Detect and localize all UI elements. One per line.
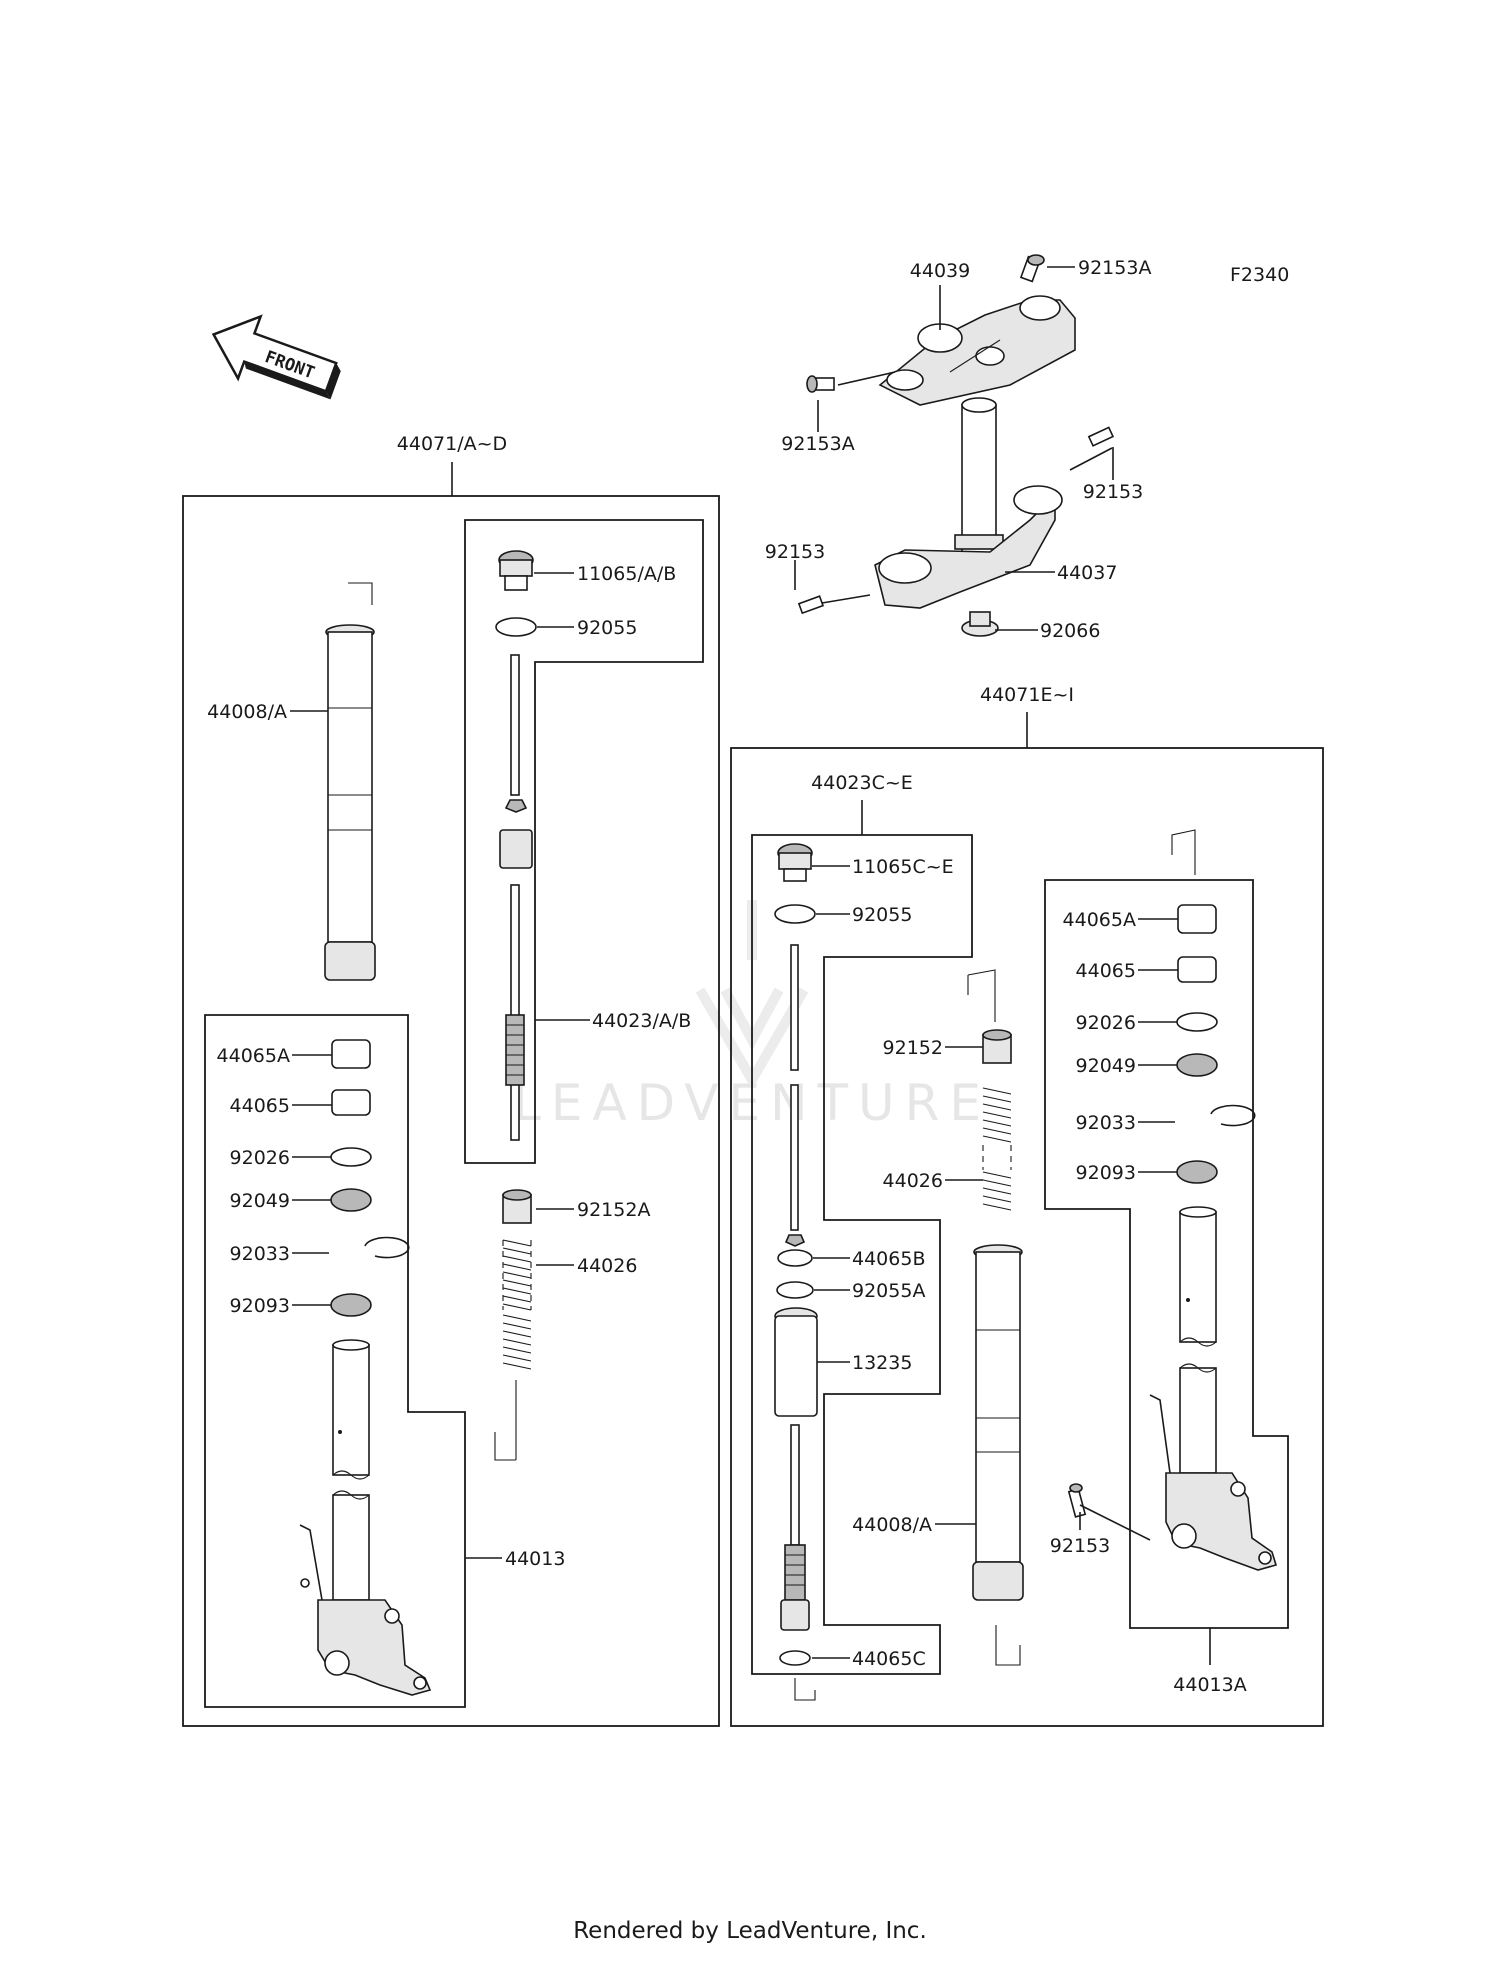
label-L-92055: 92055 <box>577 617 637 639</box>
label-R-11065: 11065C~E <box>852 856 954 878</box>
front-arrow-icon: FRONT <box>211 314 341 400</box>
left-cap-bolt <box>498 550 534 591</box>
bolt-92153-left <box>797 595 825 615</box>
right-seal-92049 <box>1176 1053 1218 1077</box>
label-R-92055: 92055 <box>852 904 912 926</box>
right-washer-44065C <box>779 1650 811 1666</box>
right-damper-frame <box>751 834 973 1675</box>
left-seal-92049 <box>330 1188 372 1212</box>
label-L-11065: 11065/A/B <box>577 563 676 585</box>
label-R-92152: 92152 <box>883 1037 943 1059</box>
watermark: LEADVENTURE <box>513 1074 991 1132</box>
upper-bracket <box>878 295 1076 406</box>
right-spring-44026 <box>982 1087 1012 1211</box>
left-bushing-44065A <box>331 1039 371 1069</box>
right-inner-tube <box>1179 1206 1217 1474</box>
bolt-92153A-left <box>806 375 835 393</box>
right-cap-bolt <box>777 843 813 882</box>
left-washer-92026 <box>330 1147 372 1167</box>
label-L-44008: 44008/A <box>207 701 287 723</box>
right-fork-bottom-44013A <box>1149 1394 1278 1571</box>
cap-92066 <box>961 611 999 637</box>
label-R-44023: 44023C~E <box>811 772 913 794</box>
lower-bracket <box>874 485 1063 609</box>
label-44039: 44039 <box>910 260 970 282</box>
label-L-92093: 92093 <box>230 1295 290 1317</box>
label-R-44026: 44026 <box>883 1170 943 1192</box>
left-assembly-frame <box>182 495 720 1727</box>
left-bushing-44065 <box>331 1089 371 1116</box>
label-92153A-top: 92153A <box>1078 257 1151 279</box>
label-R-92049: 92049 <box>1076 1055 1136 1077</box>
left-oring-92055 <box>495 617 537 637</box>
left-lower-frame <box>204 1014 466 1708</box>
label-L-92026: 92026 <box>230 1147 290 1169</box>
left-circlip-92033 <box>364 1236 410 1259</box>
right-lower-frame <box>1044 879 1289 1629</box>
label-R-44065A: 44065A <box>1063 909 1136 931</box>
label-R-92093: 92093 <box>1076 1162 1136 1184</box>
left-fork-bottom-44013 <box>299 1524 432 1696</box>
label-L-92033: 92033 <box>230 1243 290 1265</box>
left-damper-rod <box>499 654 533 1141</box>
left-damper-frame <box>464 519 704 1164</box>
group-label-left: 44071/A~D <box>397 433 507 455</box>
right-bushing-44065 <box>1177 956 1217 983</box>
label-44037: 44037 <box>1057 562 1117 584</box>
left-seal-92093 <box>330 1293 372 1317</box>
label-92153A-left: 92153A <box>781 433 854 455</box>
right-axle-bolt-92153 <box>1067 1483 1087 1518</box>
label-L-44065: 44065 <box>230 1095 290 1117</box>
left-inner-tube <box>332 1339 370 1601</box>
label-R-44013A: 44013A <box>1173 1674 1246 1696</box>
label-L-92152A: 92152A <box>577 1199 650 1221</box>
bolt-92153A-top <box>1019 254 1045 283</box>
label-92153-right: 92153 <box>1083 481 1143 503</box>
right-bushing-44065A <box>1177 904 1217 934</box>
left-spring-44026 <box>502 1239 532 1370</box>
label-R-44008: 44008/A <box>852 1514 932 1536</box>
diagram-code: F2340 <box>1230 264 1289 286</box>
bolt-92153-right <box>1087 426 1115 447</box>
footer-credit: Rendered by LeadVenture, Inc. <box>573 1918 927 1944</box>
label-92153-left: 92153 <box>765 541 825 563</box>
label-R-92055A: 92055A <box>852 1280 925 1302</box>
label-L-44013: 44013 <box>505 1548 565 1570</box>
right-seal-92093 <box>1176 1160 1218 1184</box>
right-damper-rod <box>784 944 806 1247</box>
right-circlip-92033 <box>1210 1104 1256 1127</box>
left-outer-tube <box>324 582 376 981</box>
right-oring-92055 <box>774 904 816 924</box>
label-L-44026: 44026 <box>577 1255 637 1277</box>
right-assembly-frame <box>730 747 1324 1727</box>
right-cartridge-13235 <box>774 1307 818 1417</box>
right-outer-tube <box>972 1244 1024 1601</box>
label-R-92153: 92153 <box>1050 1535 1110 1557</box>
right-damper-rod-lower <box>780 1424 810 1631</box>
label-R-44065B: 44065B <box>852 1248 925 1270</box>
steering-stem <box>954 397 1004 566</box>
label-R-92033: 92033 <box>1076 1112 1136 1134</box>
label-R-92026: 92026 <box>1076 1012 1136 1034</box>
label-L-92049: 92049 <box>230 1190 290 1212</box>
right-nut-92152 <box>982 1029 1012 1064</box>
group-label-right: 44071E~I <box>980 684 1074 706</box>
label-R-44065C: 44065C <box>852 1648 926 1670</box>
right-oring-92055A <box>776 1281 814 1299</box>
label-92066: 92066 <box>1040 620 1100 642</box>
label-L-44023: 44023/A/B <box>592 1010 691 1032</box>
label-L-44065A: 44065A <box>217 1045 290 1067</box>
left-nut-92152A <box>502 1189 532 1224</box>
label-R-44065: 44065 <box>1076 960 1136 982</box>
right-washer-44065B <box>777 1249 813 1267</box>
right-washer-92026 <box>1176 1012 1218 1032</box>
label-R-13235: 13235 <box>852 1352 912 1374</box>
